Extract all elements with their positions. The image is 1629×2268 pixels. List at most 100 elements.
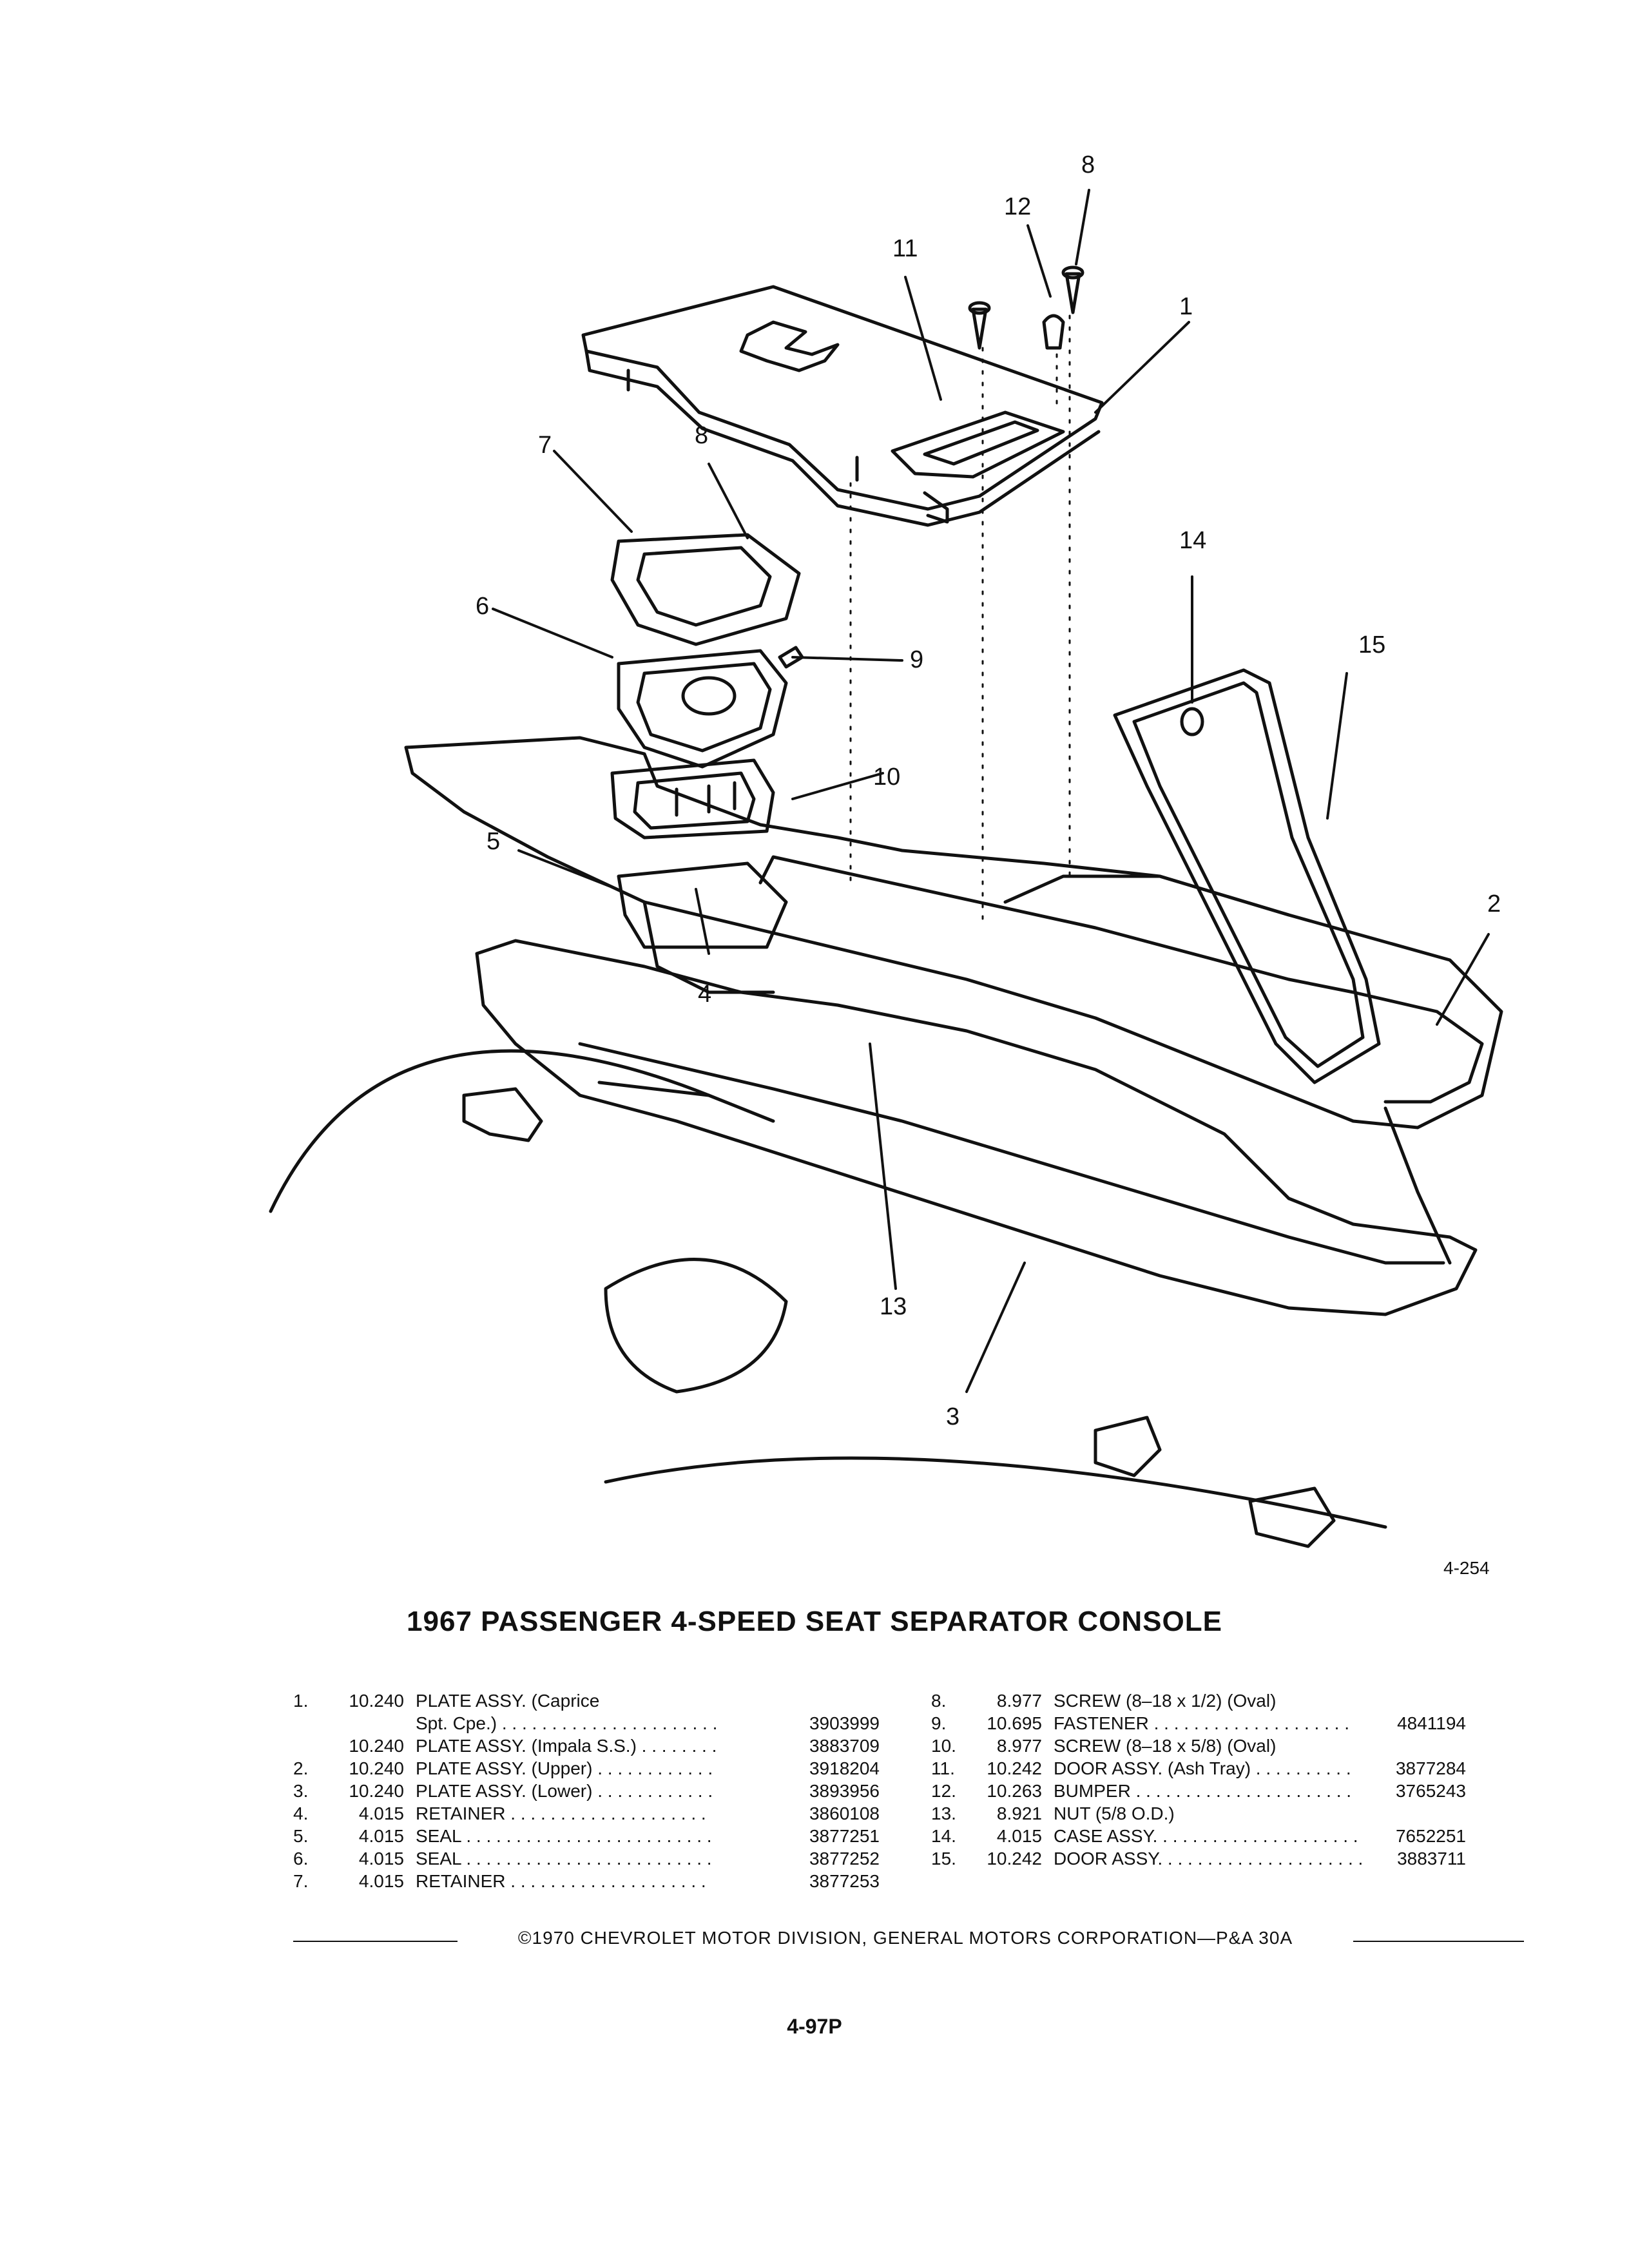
parts-list-row: 8. 8.977 SCREW (8–18 x 1/2) (Oval) — [931, 1689, 1498, 1712]
parts-list-row: 10. 8.977 SCREW (8–18 x 5/8) (Oval) — [931, 1735, 1498, 1757]
parts-list-row: 5. 4.015 SEAL . . . . . . . . . . . . . . … — [293, 1825, 938, 1847]
group-number: 4.015 — [358, 1803, 404, 1823]
upper-fasteners-drawing — [849, 265, 1084, 923]
footer-rule-right — [1353, 1941, 1524, 1942]
group-number: 8.977 — [996, 1736, 1042, 1756]
callout-9: 9 — [910, 646, 924, 673]
part-description: NUT (5/8 O.D.) — [1054, 1803, 1175, 1823]
part-description: Spt. Cpe.) . . . . . . . . . . . . . . .… — [416, 1713, 718, 1733]
callout-5: 5 — [487, 828, 501, 855]
group-number: 4.015 — [358, 1849, 404, 1869]
part-number: 3893956 — [809, 1781, 880, 1801]
part-description: FASTENER . . . . . . . . . . . . . . . .… — [1054, 1713, 1349, 1733]
floor-brackets-drawing — [269, 1049, 1387, 1548]
part-description: CASE ASSY. . . . . . . . . . . . . . . .… — [1054, 1826, 1358, 1846]
part-description: SCREW (8–18 x 1/2) (Oval) — [1054, 1691, 1277, 1711]
part-number: 7652251 — [1395, 1826, 1466, 1846]
group-number: 10.240 — [349, 1758, 404, 1778]
part-number: 3903999 — [809, 1713, 880, 1733]
item-number: 9. — [931, 1713, 947, 1733]
part-number: 3883711 — [1397, 1849, 1466, 1869]
part-description: RETAINER . . . . . . . . . . . . . . . .… — [416, 1803, 706, 1823]
callout-11: 11 — [892, 235, 918, 262]
group-number: 10.242 — [987, 1849, 1042, 1869]
group-number: 8.977 — [996, 1691, 1042, 1711]
parts-list-right: 8. 8.977 SCREW (8–18 x 1/2) (Oval) 9. 10.695… — [931, 1689, 1498, 1870]
item-number: 1. — [293, 1691, 309, 1711]
group-number: 10.695 — [987, 1713, 1042, 1733]
group-number: 8.921 — [996, 1803, 1042, 1823]
part-description: SCREW (8–18 x 5/8) (Oval) — [1054, 1736, 1277, 1756]
callout-13: 13 — [880, 1293, 907, 1320]
part-description: BUMPER . . . . . . . . . . . . . . . . .… — [1054, 1781, 1352, 1801]
callout-8-lower: 8 — [695, 422, 709, 449]
group-number: 10.240 — [349, 1781, 404, 1801]
part-number: 3877252 — [809, 1849, 880, 1869]
group-number: 4.015 — [996, 1826, 1042, 1846]
group-number: 4.015 — [358, 1826, 404, 1846]
parts-list-row: 10.240 PLATE ASSY. (Impala S.S.) . . . . … — [293, 1735, 938, 1757]
item-number: 15. — [931, 1849, 956, 1869]
group-number: 4.015 — [358, 1871, 404, 1891]
page-number: 4-97P — [787, 2015, 842, 2038]
part-description: PLATE ASSY. (Caprice — [416, 1691, 600, 1711]
parts-list-row: Spt. Cpe.) . . . . . . . . . . . . . . .… — [293, 1712, 938, 1735]
part-number: 3877284 — [1395, 1758, 1466, 1778]
part-description: RETAINER . . . . . . . . . . . . . . . .… — [416, 1871, 706, 1891]
part-number: 3918204 — [809, 1758, 880, 1778]
part-number: 3765243 — [1395, 1781, 1466, 1801]
figure-id: 4-254 — [1443, 1558, 1490, 1578]
item-number: 12. — [931, 1781, 956, 1801]
part-number: 3883709 — [809, 1736, 880, 1756]
parts-list-row: 9. 10.695 FASTENER . . . . . . . . . . . .… — [931, 1712, 1498, 1735]
callout-14: 14 — [1179, 527, 1207, 554]
callout-7: 7 — [538, 432, 552, 459]
group-number: 10.263 — [987, 1781, 1042, 1801]
item-number: 7. — [293, 1871, 309, 1891]
item-number: 2. — [293, 1758, 309, 1778]
part-number: 3877253 — [809, 1871, 880, 1891]
callout-1: 1 — [1179, 293, 1193, 320]
callout-4: 4 — [698, 981, 712, 1008]
callout-2: 2 — [1487, 890, 1501, 918]
part-description: PLATE ASSY. (Impala S.S.) . . . . . . . … — [416, 1736, 717, 1756]
door-assembly-drawing — [1113, 668, 1381, 1084]
group-number: 10.240 — [349, 1691, 404, 1711]
item-number: 8. — [931, 1691, 947, 1711]
part-description: PLATE ASSY. (Lower) . . . . . . . . . . … — [416, 1781, 713, 1801]
exploded-parts-diagram — [269, 189, 1503, 1548]
footer-rule-left — [293, 1941, 458, 1942]
parts-list-row: 2. 10.240 PLATE ASSY. (Upper) . . . . . . … — [293, 1757, 938, 1780]
item-number: 11. — [931, 1758, 955, 1778]
upper-plate-drawing — [581, 285, 1104, 527]
part-number: 3877251 — [809, 1826, 880, 1846]
parts-list-row: 7. 4.015 RETAINER . . . . . . . . . . . . … — [293, 1870, 938, 1892]
part-description: SEAL . . . . . . . . . . . . . . . . . .… — [416, 1849, 712, 1869]
callout-12: 12 — [1004, 193, 1032, 220]
part-description: DOOR ASSY. . . . . . . . . . . . . . . .… — [1054, 1849, 1364, 1869]
callout-8-upper: 8 — [1081, 151, 1095, 178]
copyright-text: ©1970 CHEVROLET MOTOR DIVISION, GENERAL … — [517, 1928, 1293, 1948]
page-title: 1967 PASSENGER 4-SPEED SEAT SEPARATOR CO… — [407, 1606, 1222, 1637]
parts-list-row: 14. 4.015 CASE ASSY. . . . . . . . . . . .… — [931, 1825, 1498, 1847]
callout-3: 3 — [946, 1403, 960, 1430]
part-description: PLATE ASSY. (Upper) . . . . . . . . . . … — [416, 1758, 713, 1778]
item-number: 5. — [293, 1826, 309, 1846]
item-number: 6. — [293, 1849, 309, 1869]
group-number: 10.240 — [349, 1736, 404, 1756]
parts-list-row: 1. 10.240 PLATE ASSY. (Caprice — [293, 1689, 938, 1712]
parts-list-row: 6. 4.015 SEAL . . . . . . . . . . . . . . … — [293, 1847, 938, 1870]
console-case-drawing — [404, 736, 1503, 1316]
item-number: 14. — [931, 1826, 956, 1846]
item-number: 10. — [931, 1736, 956, 1756]
callout-15: 15 — [1358, 631, 1386, 658]
part-description: SEAL . . . . . . . . . . . . . . . . . .… — [416, 1826, 712, 1846]
part-description: DOOR ASSY. (Ash Tray) . . . . . . . . . … — [1054, 1758, 1351, 1778]
callout-10: 10 — [873, 764, 901, 791]
parts-list-row: 15. 10.242 DOOR ASSY. . . . . . . . . . . … — [931, 1847, 1498, 1870]
